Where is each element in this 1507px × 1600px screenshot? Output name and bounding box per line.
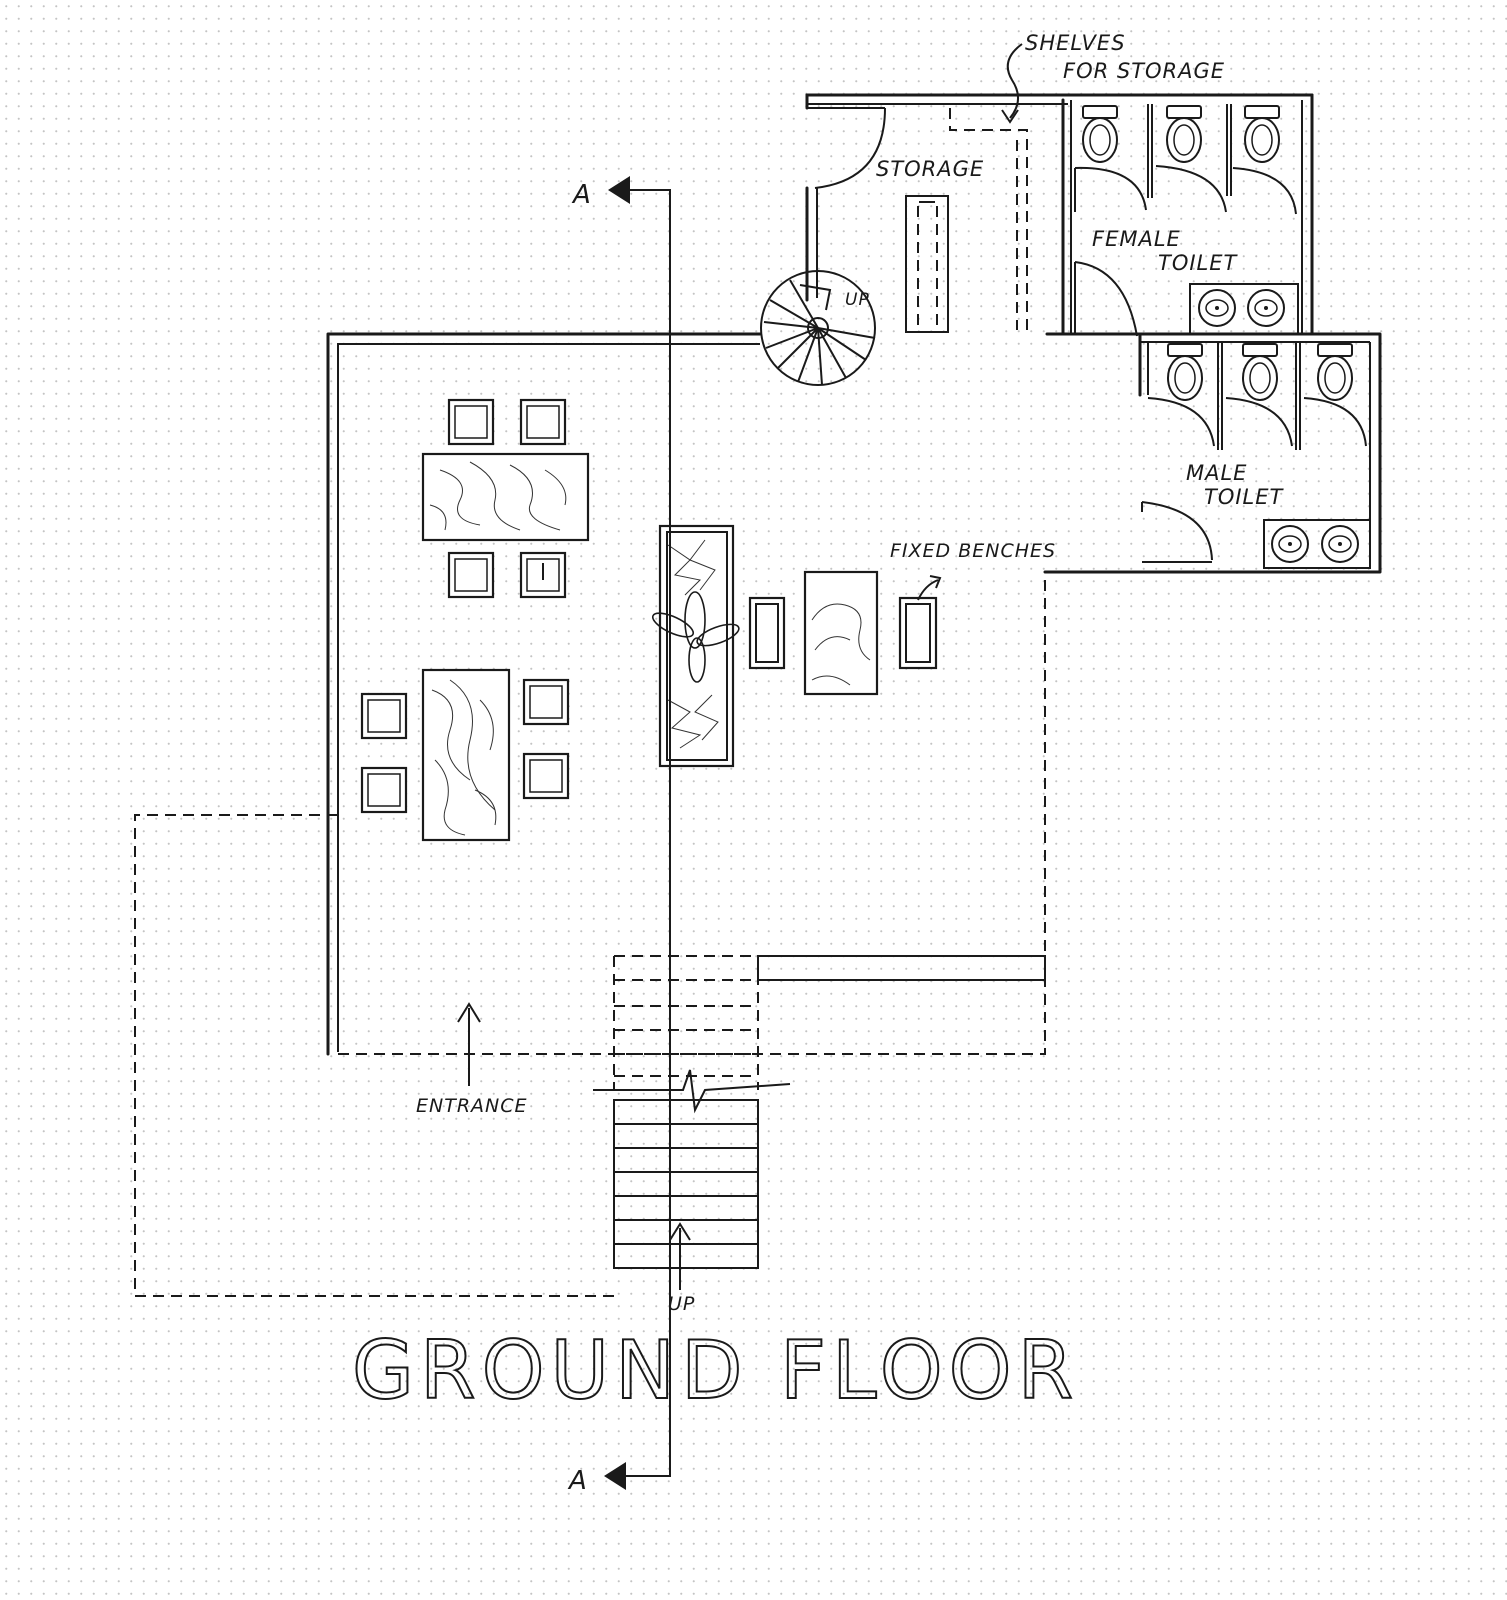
storage-room (805, 93, 1314, 336)
dining-table-1 (421, 398, 590, 599)
label-female-2: TOILET (1158, 251, 1239, 275)
section-line (622, 189, 671, 1477)
spiral-staircase (760, 270, 876, 386)
shelves-leader (1006, 43, 1023, 119)
dining-table-2 (360, 668, 570, 842)
label-storage: STORAGE (876, 157, 984, 181)
fixed-benches (748, 570, 942, 696)
counter (757, 955, 1046, 981)
male-toilet-room (1043, 332, 1382, 574)
label-entrance: ENTRANCE (416, 1095, 528, 1117)
dashed-boundaries (134, 572, 1046, 1297)
label-section-top: A (571, 180, 592, 210)
label-male-1: MALE (1186, 461, 1247, 485)
label-stair-up: UP (668, 1293, 695, 1315)
label-female-1: FEMALE (1092, 227, 1181, 251)
section-arrow-icon (604, 176, 630, 1490)
label-shelves-1: SHELVES (1025, 31, 1126, 55)
main-staircase (593, 955, 791, 1290)
page-title: GROUND FLOOR (352, 1324, 1079, 1417)
label-shelves-2: FOR STORAGE (1063, 59, 1225, 83)
label-fixed-benches: FIXED BENCHES (890, 540, 1056, 562)
label-male-2: TOILET (1204, 485, 1285, 509)
entrance-arrow (457, 1002, 481, 1086)
plant-icon (651, 524, 740, 768)
label-spiral-up: UP (845, 290, 870, 310)
label-section-bottom: A (567, 1466, 588, 1496)
